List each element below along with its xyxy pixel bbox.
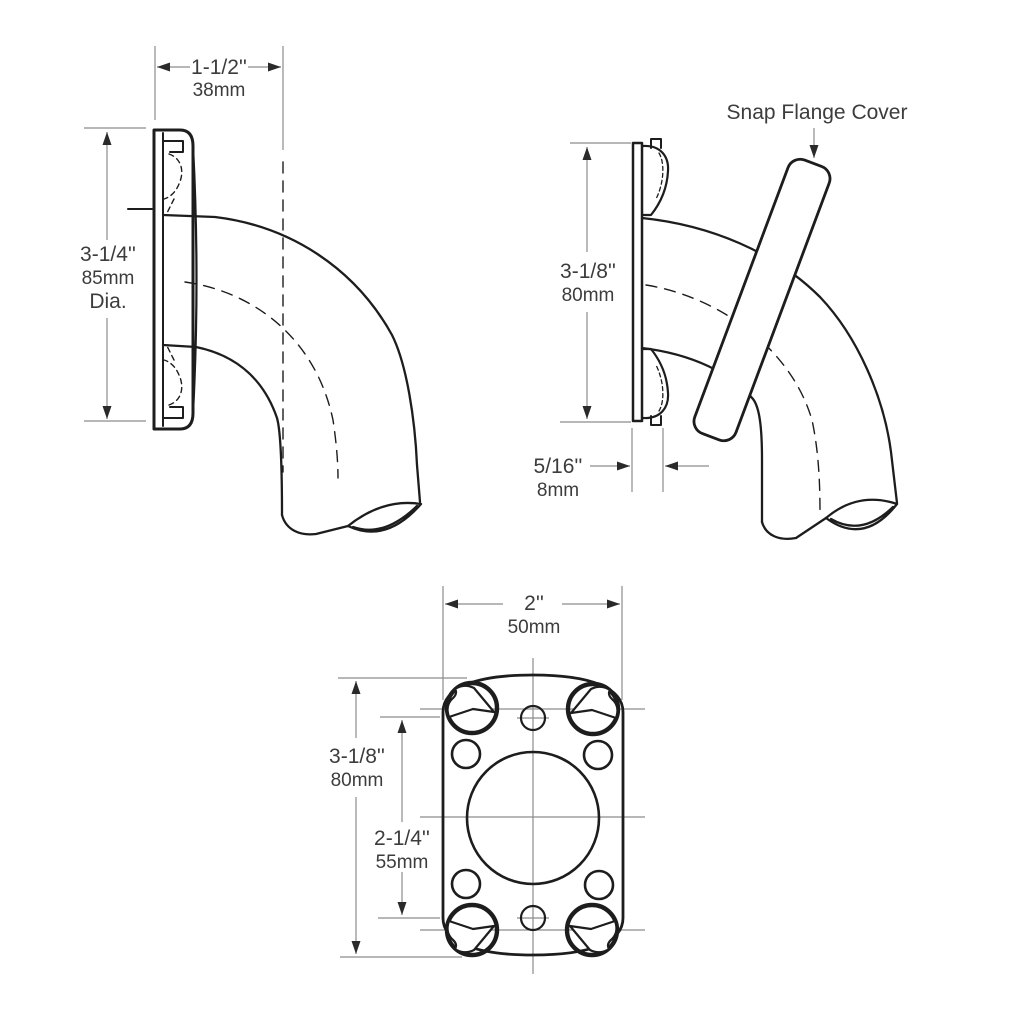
dim-hole-spacing: 2-1/4'' 55mm [374, 716, 440, 919]
side-hole-bottom-left [450, 868, 482, 900]
flange-cover-face-arc [191, 144, 198, 415]
dim-front-height-mm: 80mm [331, 770, 384, 791]
tube-bend-centerline [645, 284, 821, 513]
side-hole-top-left [450, 738, 482, 770]
tube-inner-edge [161, 343, 284, 517]
side-hole-top-right [582, 739, 614, 771]
dim-flange-height: 3-1/8'' 80mm [560, 142, 631, 423]
snap-hook-top-hidden [655, 152, 664, 200]
dim-standoff-in: 5/16'' [534, 455, 583, 478]
dim-diameter: 3-1/4'' 85mm Dia. [80, 127, 146, 422]
dim-front-height: 3-1/8'' 80mm [329, 677, 467, 958]
side-view-cover-installed: 1-1/2'' 38mm 3-1/4'' 85mm Dia. [80, 46, 423, 536]
mount-hole-top-left [444, 680, 500, 736]
snap-hook-bottom [641, 347, 670, 420]
tube-outer-edge [161, 213, 422, 504]
screw-hole-bottom [519, 904, 547, 932]
center-tube-opening [465, 750, 601, 886]
dim-front-width: 2'' 50mm [442, 586, 623, 700]
front-view-mounting-flange: 2'' 50mm 3-1/8'' 80mm 2-1/4'' 55mm [329, 586, 645, 974]
dim-standoff-mm: 8mm [537, 480, 579, 501]
dim-width-in: 1-1/2'' [191, 56, 247, 79]
flange-plate [631, 141, 644, 423]
flange-outline [441, 673, 625, 957]
dim-front-width-in: 2'' [524, 592, 544, 615]
snap-flange-cover-callout: Snap Flange Cover [727, 101, 908, 158]
snap-flange-cover-slab [692, 157, 832, 443]
dim-flange-height-in: 3-1/8'' [560, 260, 616, 283]
flange-cover-profile [152, 128, 195, 431]
mount-hole-top-right [565, 681, 621, 737]
flange-inner-plate [162, 132, 184, 427]
dim-width: 1-1/2'' 38mm [154, 46, 284, 150]
tube-outer-edge [640, 216, 899, 505]
hidden-snap-hook-top [163, 153, 183, 214]
dim-front-width-mm: 50mm [508, 617, 561, 638]
dim-width-mm: 38mm [193, 80, 246, 101]
tube-mouth-ellipse [824, 498, 899, 531]
dim-flange-height-mm: 80mm [562, 285, 615, 306]
tube-mouth-ellipse [346, 501, 423, 533]
dim-diameter-mm: 85mm [82, 268, 135, 289]
side-hole-bottom-right [583, 869, 615, 901]
tube-end-cap [280, 513, 350, 536]
hidden-snap-hook-bottom [163, 345, 183, 406]
dim-hole-spacing-mm: 55mm [376, 852, 429, 873]
tube-bend-centerline [184, 281, 339, 479]
side-view-cover-removed: 3-1/8'' 80mm 5/16'' 8mm Snap [534, 101, 908, 540]
plate-top-tab [650, 138, 662, 149]
snap-hook-top [641, 144, 670, 217]
mount-hole-bottom-left [444, 902, 500, 958]
dim-standoff: 5/16'' 8mm [534, 428, 709, 501]
snap-flange-cover-label: Snap Flange Cover [727, 101, 908, 124]
dim-diameter-suffix: Dia. [89, 290, 126, 313]
tube-end-cap [760, 516, 828, 540]
dim-front-height-in: 3-1/8'' [329, 745, 385, 768]
dim-hole-spacing-in: 2-1/4'' [374, 827, 430, 850]
dim-diameter-in: 3-1/4'' [80, 243, 136, 266]
plate-bottom-tab [650, 415, 662, 426]
mount-hole-bottom-right [564, 902, 620, 958]
screw-hole-top [519, 704, 547, 732]
snap-hook-bottom-hidden [655, 364, 664, 412]
